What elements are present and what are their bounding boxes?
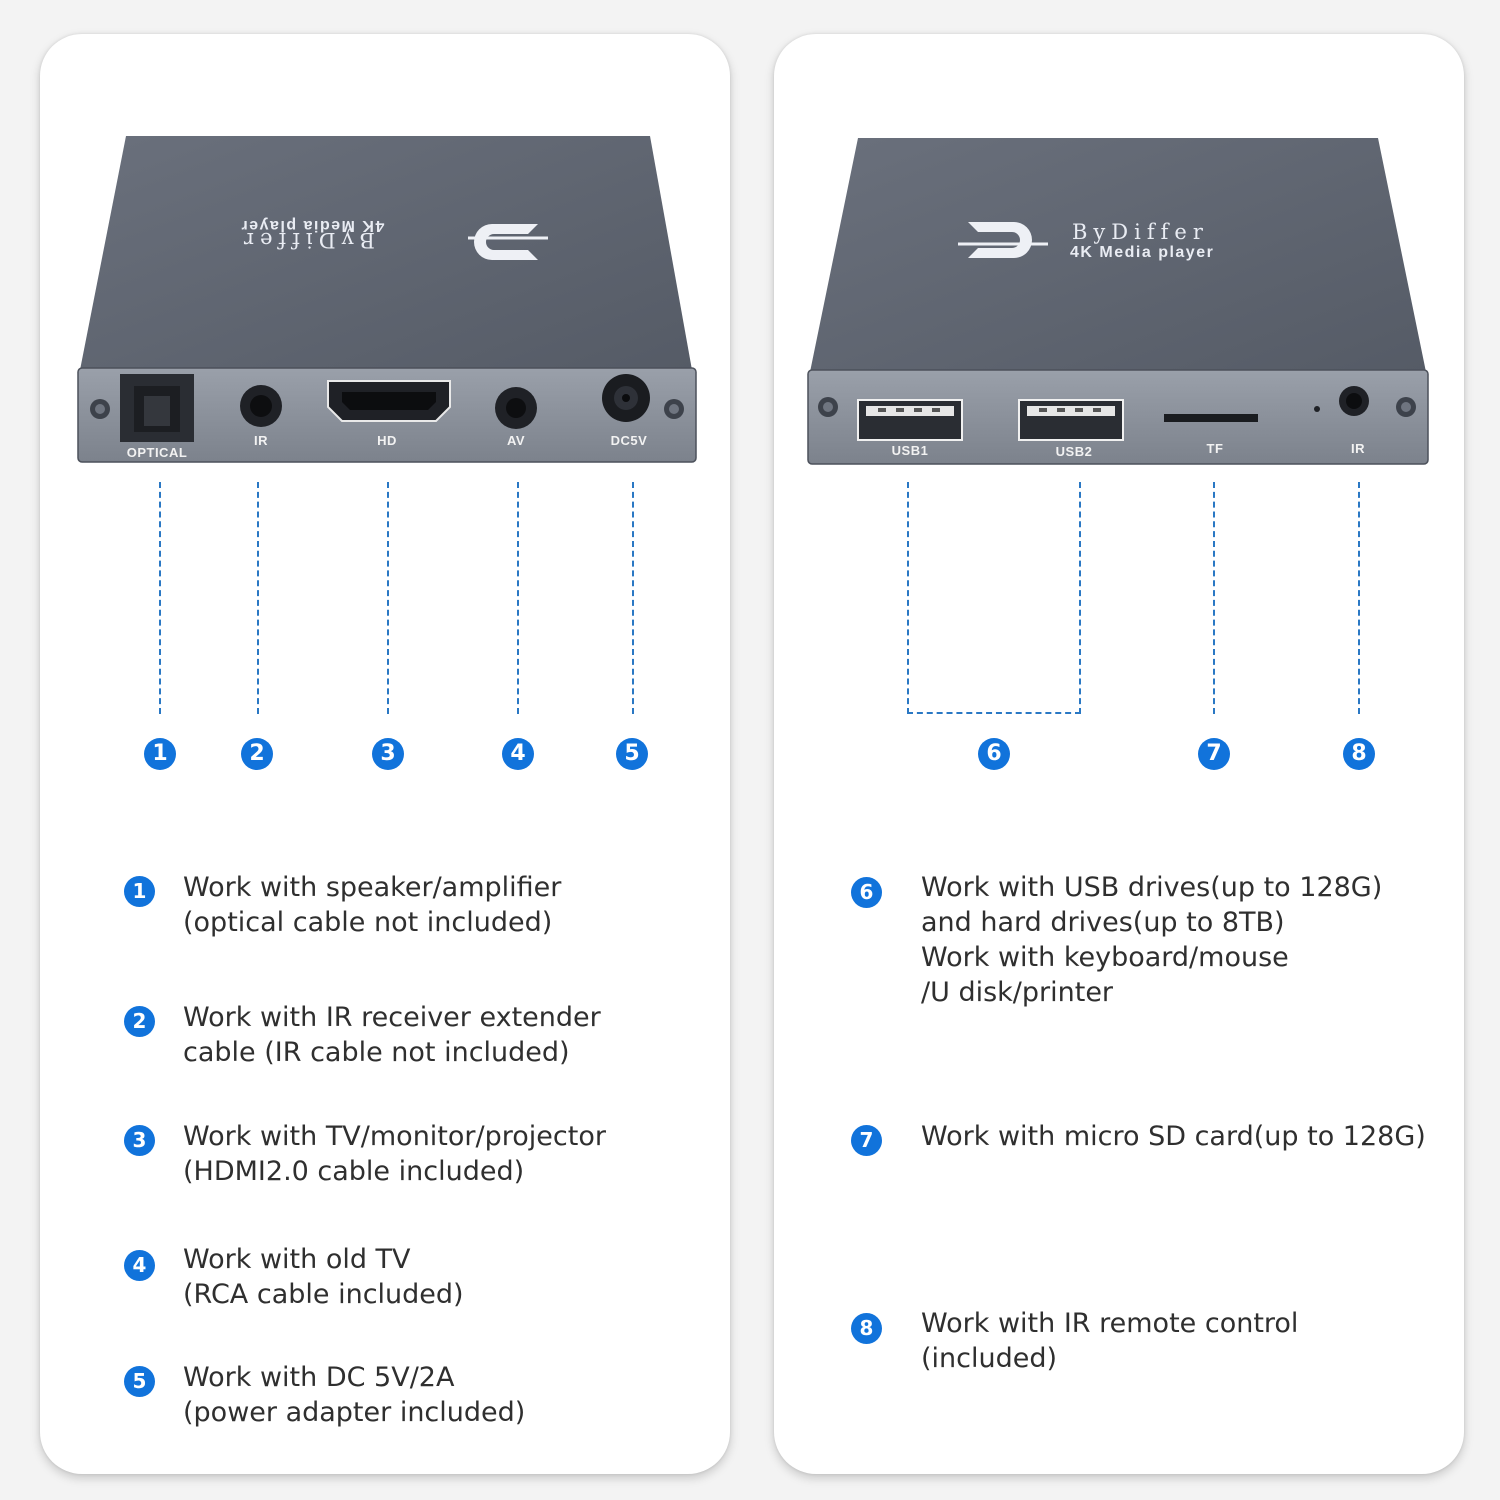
screw-icon [90, 399, 110, 419]
leader-line [1358, 482, 1360, 714]
screw-icon [1396, 397, 1416, 417]
port-label-dc5v: DC5V [610, 433, 648, 448]
callout-badge-6: 6 [978, 738, 1010, 770]
leader-line [257, 482, 259, 714]
description-line: Work with USB drives(up to 128G) [921, 872, 1383, 903]
description-line: Work with keyboard/mouse [921, 942, 1289, 973]
list-badge-3: 3 [124, 1125, 155, 1156]
port-label-tf: TF [1206, 441, 1224, 456]
port-label-ir: IR [1351, 441, 1365, 456]
description-line: Work with DC 5V/2A [183, 1362, 455, 1393]
led-indicator-icon [1314, 406, 1320, 412]
description-line: Work with speaker/amplifier [183, 872, 562, 903]
leader-line [632, 482, 634, 714]
screw-icon [664, 399, 684, 419]
description-item-2: Work with IR receiver extender cable (IR… [183, 1000, 601, 1070]
description-item-4: Work with old TV (RCA cable included) [183, 1242, 464, 1312]
device-front-illustration [807, 138, 1429, 465]
callout-badge-5: 5 [616, 738, 648, 770]
callout-badge-4: 4 [502, 738, 534, 770]
description-line: (optical cable not included) [183, 907, 553, 938]
description-item-8: Work with IR remote control (included) [921, 1306, 1298, 1376]
port-label-optical: OPTICAL [126, 445, 188, 460]
media-player-back-view: ByDiffer 4K Media player OPTICAL IR HD A… [40, 34, 730, 534]
list-badge-5: 5 [124, 1366, 155, 1397]
usb1-port-icon [857, 399, 963, 441]
right-panel: ByDiffer 4K Media player USB1 USB2 TF IR… [774, 34, 1464, 1474]
description-line: (power adapter included) [183, 1397, 526, 1428]
ir-jack-icon [240, 385, 282, 427]
port-label-ir: IR [254, 433, 268, 448]
description-line: Work with TV/monitor/projector [183, 1121, 606, 1152]
callout-badge-7: 7 [1198, 738, 1230, 770]
screw-icon [818, 397, 838, 417]
description-line: /U disk/printer [921, 977, 1114, 1008]
list-badge-2: 2 [124, 1006, 155, 1037]
list-badge-4: 4 [124, 1250, 155, 1281]
left-panel: ByDiffer 4K Media player OPTICAL IR HD A… [40, 34, 730, 1474]
description-line: Work with IR receiver extender [183, 1002, 601, 1033]
av-jack-icon [495, 387, 537, 429]
callout-badge-3: 3 [372, 738, 404, 770]
port-label-usb1: USB1 [891, 443, 929, 458]
leader-line [1079, 482, 1081, 714]
leader-line [1213, 482, 1215, 714]
port-label-av: AV [506, 433, 526, 448]
port-label-hd: HD [377, 433, 397, 448]
description-item-3: Work with TV/monitor/projector (HDMI2.0 … [183, 1119, 606, 1189]
description-line: (RCA cable included) [183, 1279, 464, 1310]
media-player-front-view: ByDiffer 4K Media player USB1 USB2 TF IR [774, 34, 1464, 534]
brand-subtitle: 4K Media player [1070, 244, 1215, 261]
bydiffer-logo-icon [958, 222, 1048, 258]
callout-badge-1: 1 [144, 738, 176, 770]
callout-badge-2: 2 [241, 738, 273, 770]
optical-port-icon [120, 374, 194, 442]
list-badge-6: 6 [851, 877, 882, 908]
usb2-port-icon [1018, 399, 1124, 441]
description-item-1: Work with speaker/amplifier (optical cab… [183, 870, 561, 940]
description-line: Work with IR remote control [921, 1308, 1299, 1339]
leader-line [907, 482, 909, 714]
bydiffer-logo-icon [468, 224, 548, 260]
leader-line [387, 482, 389, 714]
description-line: (HDMI2.0 cable included) [183, 1156, 525, 1187]
leader-line-connector [907, 712, 1081, 714]
description-line: Work with old TV [183, 1244, 411, 1275]
port-label-usb2: USB2 [1055, 444, 1093, 459]
device-back-illustration [77, 136, 697, 463]
list-badge-7: 7 [851, 1125, 882, 1156]
dc-jack-icon [602, 374, 650, 422]
description-line: and hard drives(up to 8TB) [921, 907, 1285, 938]
ir-receiver-icon [1339, 386, 1369, 416]
list-badge-1: 1 [124, 876, 155, 907]
hdmi-port-icon [327, 380, 451, 422]
description-line: (included) [921, 1343, 1058, 1374]
callout-badge-8: 8 [1343, 738, 1375, 770]
description-item-6: Work with USB drives(up to 128G) and har… [921, 870, 1382, 1010]
leader-line [159, 482, 161, 714]
description-line: Work with micro SD card(up to 128G) [921, 1121, 1426, 1152]
tf-card-slot-icon [1164, 414, 1258, 422]
list-badge-8: 8 [851, 1313, 882, 1344]
description-item-5: Work with DC 5V/2A (power adapter includ… [183, 1360, 525, 1430]
leader-line [517, 482, 519, 714]
brand-subtitle: 4K Media player [240, 217, 385, 234]
description-item-7: Work with micro SD card(up to 128G) [921, 1119, 1426, 1154]
description-line: cable (IR cable not included) [183, 1037, 570, 1068]
brand-name: ByDiffer [1072, 220, 1209, 244]
